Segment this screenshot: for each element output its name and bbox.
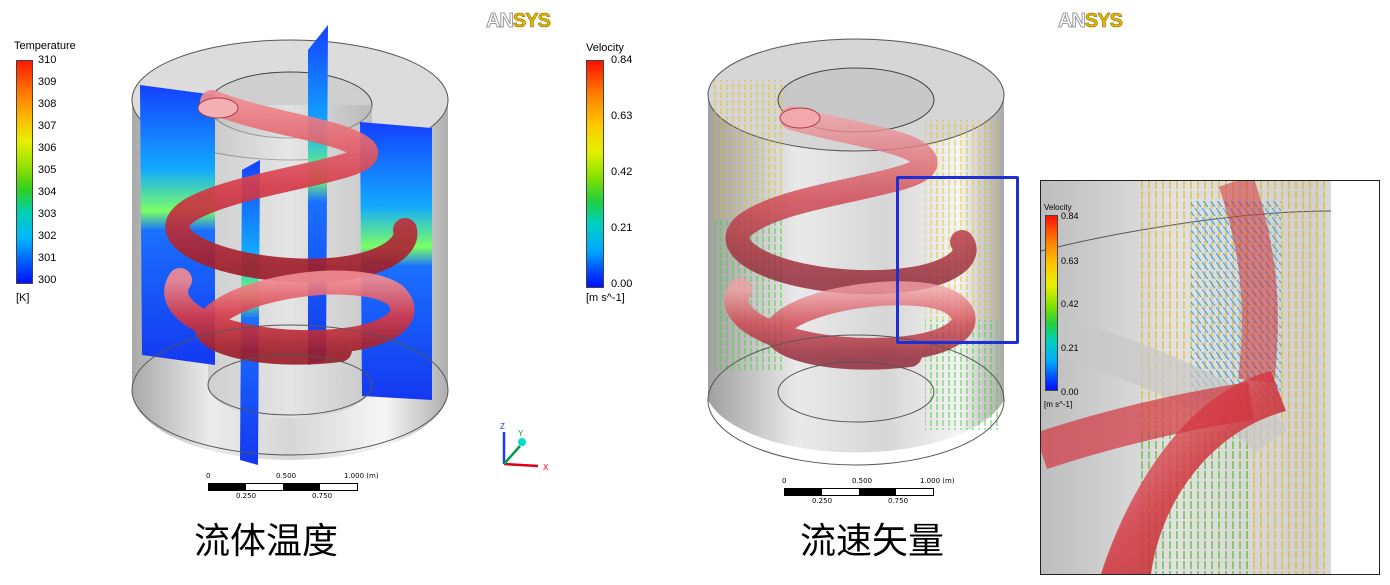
scale-bar-right: 0 0.500 1.000 (m) 0.250 0.750 (780, 477, 960, 507)
axis-x-label: X (543, 463, 549, 472)
inset-tick: 0.63 (1061, 256, 1079, 266)
inset-tick: 0.21 (1061, 343, 1079, 353)
inset-ticks: 0.84 0.63 0.42 0.21 0.00 (1061, 211, 1101, 401)
inset-legend-title: Velocity (1044, 203, 1072, 212)
heating-coil-lower (164, 268, 415, 365)
axes-triad: Z Y X (500, 422, 549, 472)
inset-tick: 0.00 (1061, 387, 1079, 397)
temperature-unit: [K] (16, 292, 30, 304)
scale-label: 0.500 (852, 477, 873, 485)
velocity-colorbar (586, 60, 604, 288)
velocity-ticks: 0.84 0.63 0.42 0.21 0.00 (611, 54, 651, 294)
scale-bar-left: 0 0.500 1.000 (m) 0.250 0.750 (204, 472, 384, 502)
inset-tick: 0.84 (1061, 211, 1079, 221)
temperature-tick: 307 (38, 120, 57, 132)
ansys-logo-right: ANSYS (1058, 10, 1124, 33)
scale-label: 1.000 (m) (920, 477, 955, 485)
temperature-tick: 309 (38, 76, 57, 88)
temperature-tick: 304 (38, 186, 57, 198)
temperature-tick: 308 (38, 98, 57, 110)
temperature-legend-title: Temperature (14, 40, 76, 52)
velocity-tick: 0.63 (611, 110, 633, 122)
front-contour-plane (240, 160, 260, 465)
coil-inlet (779, 107, 821, 129)
scale-label: 0.500 (276, 472, 297, 480)
temperature-tick: 310 (38, 54, 57, 66)
temperature-tick: 301 (38, 252, 57, 264)
scale-label: 0 (206, 472, 211, 480)
heating-coil-upper (725, 106, 977, 295)
scale-label: 0.750 (312, 492, 333, 500)
inset-colorbar (1045, 215, 1058, 391)
caption-velocity-vectors: 流速矢量 (800, 521, 945, 562)
velocity-tick: 0.21 (611, 222, 633, 234)
tank-velocity-view (707, 38, 1005, 466)
velocity-tick: 0.00 (611, 278, 633, 290)
scale-label: 1.000 (m) (344, 472, 379, 480)
axis-y-label: Y (518, 429, 524, 438)
coil-inlet (197, 97, 239, 119)
back-contour-plane (308, 25, 328, 365)
axis-z-label: Z (500, 422, 505, 431)
ansys-logo-left: ANSYS (486, 10, 552, 33)
heating-coil-upper (165, 90, 418, 283)
temperature-tick: 302 (38, 230, 57, 242)
scale-label: 0.250 (236, 492, 257, 500)
velocity-tick: 0.42 (611, 166, 633, 178)
temperature-tick: 306 (38, 142, 57, 154)
velocity-tick: 0.84 (611, 54, 633, 66)
temperature-colorbar (16, 60, 33, 284)
temperature-ticks: 310 309 308 307 306 305 304 303 302 301 … (38, 54, 78, 294)
inset-tick: 0.42 (1061, 299, 1079, 309)
scale-label: 0 (782, 477, 787, 485)
velocity-unit: [m s^-1] (586, 292, 625, 304)
caption-fluid-temperature: 流体温度 (194, 521, 339, 562)
zoom-highlight-box (896, 176, 1019, 344)
temperature-tick: 303 (38, 208, 57, 220)
scale-label: 0.250 (812, 497, 833, 505)
velocity-legend-title: Velocity (586, 42, 624, 54)
inset-unit: [m s^-1] (1044, 400, 1073, 409)
velocity-zoom-inset: Velocity 0.84 0.63 0.42 0.21 0.00 [m s^-… (1040, 180, 1380, 575)
scale-label: 0.750 (888, 497, 909, 505)
temperature-tick: 300 (38, 274, 57, 286)
heating-coil-lower (724, 278, 976, 370)
temperature-tick: 305 (38, 164, 57, 176)
tank-temperature-view (131, 25, 449, 465)
